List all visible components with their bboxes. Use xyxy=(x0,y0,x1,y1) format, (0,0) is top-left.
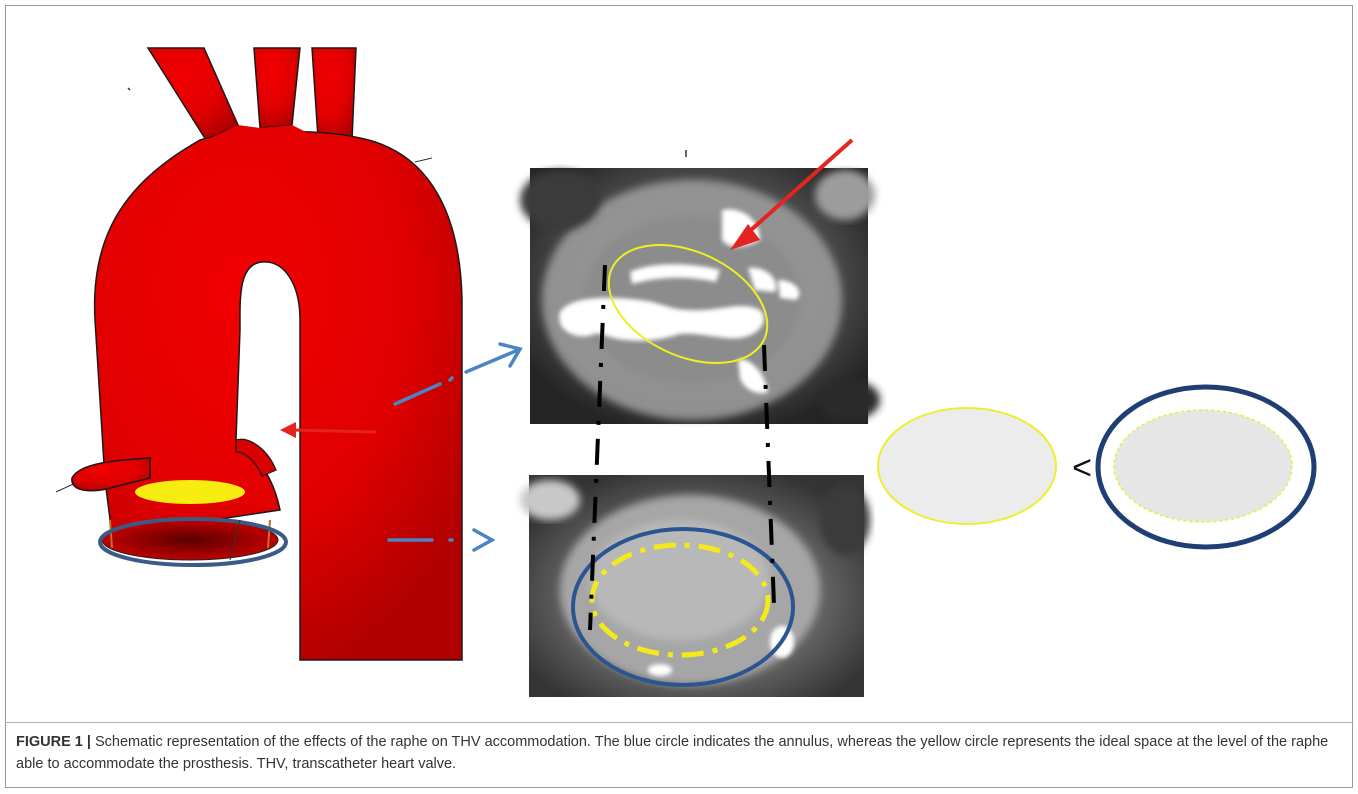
less-than-symbol: < xyxy=(1072,449,1092,487)
figure-label: FIGURE 1 | xyxy=(16,734,91,750)
caption-divider xyxy=(5,722,1353,723)
figure-illustration: < xyxy=(0,0,1358,720)
aorta-illustration xyxy=(56,48,462,660)
ideal-space-ellipse xyxy=(878,408,1056,524)
annulus-ellipse xyxy=(1098,387,1314,547)
ct-scan-annulus-level xyxy=(520,475,870,697)
figure-caption: FIGURE 1 | Schematic representation of t… xyxy=(16,731,1342,775)
ct-scan-raphe-level xyxy=(520,150,880,424)
figure-caption-text: Schematic representation of the effects … xyxy=(16,734,1328,772)
